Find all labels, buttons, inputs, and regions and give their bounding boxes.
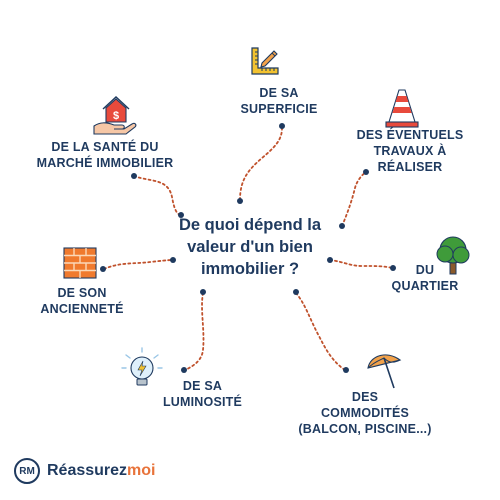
- dot-amenities-end: [343, 367, 349, 373]
- node-surface-line-1: DE SA: [259, 86, 299, 100]
- brand-logo: RM Réassurezmoi: [14, 458, 156, 484]
- node-market: DE LA SANTÉ DU MARCHÉ IMMOBILIER: [30, 139, 180, 171]
- connector-light: [184, 292, 205, 371]
- dot-amenities-start: [293, 289, 299, 295]
- node-light-line-1: DE SA: [182, 379, 223, 393]
- node-amenities: DES COMMODITÉS (BALCON, PISCINE...): [290, 389, 440, 437]
- brand-mark-text: RM: [19, 465, 35, 477]
- node-age-line-1: DE SON: [57, 286, 107, 300]
- connector-works: [341, 171, 367, 227]
- node-works-line-3: RÉALISER: [377, 160, 443, 174]
- node-works: DES ÉVENTUELS TRAVAUX À RÉALISER: [340, 127, 480, 175]
- dot-works-end: [363, 169, 369, 175]
- center-line-2: valeur d'un bien: [187, 238, 313, 256]
- center-question: De quoi dépend la valeur d'un bien immob…: [150, 214, 350, 280]
- center-line-1: De quoi dépend la: [178, 216, 322, 234]
- dot-market-start: [178, 212, 184, 218]
- connector-district: [329, 259, 393, 269]
- dot-market-end: [131, 173, 137, 179]
- connector-surface: [239, 127, 283, 201]
- dot-age-start: [170, 257, 176, 263]
- node-amenities-line-3: (BALCON, PISCINE...): [298, 422, 432, 436]
- dot-age-end: [100, 266, 106, 272]
- node-surface: DE SA SUPERFICIE: [224, 85, 334, 117]
- brand-name: Réassurezmoi: [47, 462, 156, 480]
- node-district-line-2: QUARTIER: [391, 279, 459, 293]
- brand-mark-icon: RM: [14, 458, 40, 484]
- dot-district-start: [327, 257, 333, 263]
- house-hand-icon: $: [93, 96, 137, 135]
- brick-wall-icon: [63, 247, 97, 279]
- node-surface-line-2: SUPERFICIE: [240, 102, 318, 116]
- connector-amenities: [295, 292, 346, 371]
- node-works-line-2: TRAVAUX À: [373, 144, 447, 158]
- node-district-line-1: DU: [415, 263, 435, 277]
- brand-name-main: Réassurez: [47, 462, 128, 479]
- dot-surface-start: [237, 198, 243, 204]
- beach-umbrella-icon: [367, 354, 402, 389]
- dot-surface-end: [279, 123, 285, 129]
- ruler-pencil-icon: [250, 46, 279, 75]
- traffic-cone-icon: [385, 89, 419, 128]
- dot-light-end: [181, 367, 187, 373]
- node-district: DU QUARTIER: [385, 262, 465, 294]
- node-works-line-1: DES ÉVENTUELS: [356, 128, 464, 142]
- connector-age: [103, 259, 173, 270]
- node-age: DE SON ANCIENNETÉ: [27, 285, 137, 317]
- center-line-3: immobilier ?: [200, 260, 300, 278]
- dot-works-start: [339, 223, 345, 229]
- node-amenities-line-2: COMMODITÉS: [320, 406, 410, 420]
- node-market-line-2: MARCHÉ IMMOBILIER: [36, 156, 174, 170]
- brand-name-accent: moi: [127, 462, 156, 479]
- tree-icon: [436, 236, 470, 275]
- light-bulb-icon: [121, 347, 163, 386]
- dot-district-end: [390, 265, 396, 271]
- node-amenities-line-1: DES: [351, 390, 379, 404]
- node-light-line-2: LUMINOSITÉ: [162, 395, 243, 409]
- node-light: DE SA LUMINOSITÉ: [155, 378, 250, 410]
- node-age-line-2: ANCIENNETÉ: [40, 302, 124, 316]
- dot-light-start: [200, 289, 206, 295]
- connector-market: [133, 175, 181, 216]
- svg-text:$: $: [113, 110, 119, 122]
- node-market-line-1: DE LA SANTÉ DU: [51, 140, 159, 154]
